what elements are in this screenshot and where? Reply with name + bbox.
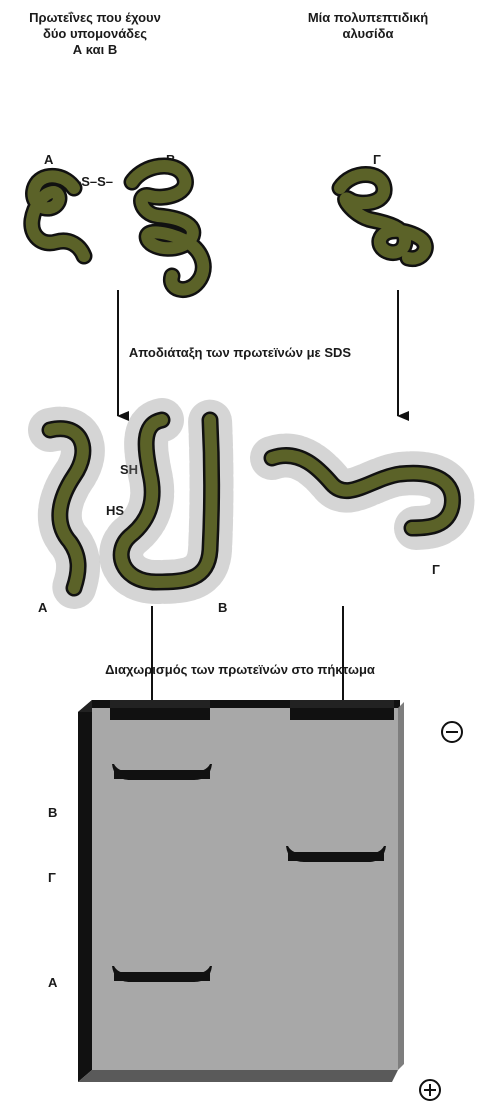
native-subunit-b	[132, 166, 203, 290]
denatured-subunit-b	[121, 420, 211, 582]
native-subunit-a	[32, 176, 84, 256]
gel-slab	[78, 700, 404, 1082]
pole-negative-label: −	[448, 724, 455, 738]
denatured-subunit-a	[50, 429, 83, 588]
pole-positive-label: +	[426, 1082, 433, 1096]
native-chain-g	[340, 175, 425, 259]
denatured-chain-g	[272, 455, 453, 528]
